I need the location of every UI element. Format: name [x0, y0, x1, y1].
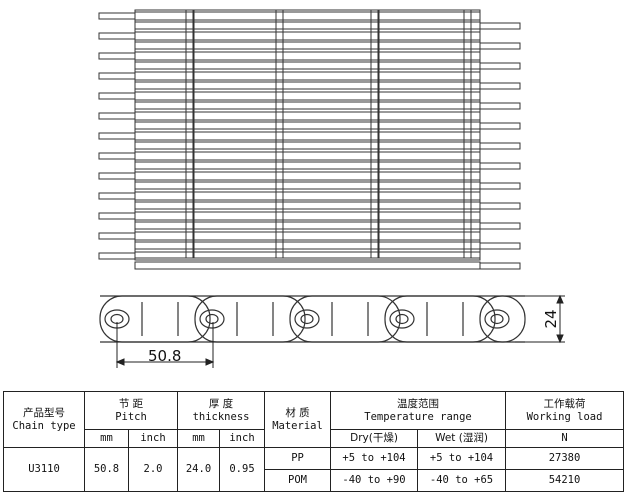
chain-link-strip	[134, 151, 481, 161]
chain-link-strip	[134, 131, 481, 141]
chain-pin	[479, 222, 521, 230]
chain-pin	[98, 192, 136, 200]
chain-pin	[479, 82, 521, 90]
material-cell: POM	[264, 469, 332, 492]
model-cell: U3110	[3, 447, 85, 492]
chain-side-link	[289, 295, 401, 343]
chain-pin-hole	[389, 309, 415, 329]
chain-pin	[479, 62, 521, 70]
chain-link-strip	[134, 41, 481, 50]
pitch-mm-unit: mm	[84, 429, 129, 448]
chain-pin	[479, 202, 521, 210]
chain-link-strip	[134, 141, 481, 150]
chain-link-strip	[134, 111, 481, 121]
chain-pin	[479, 42, 521, 50]
chain-pin	[479, 102, 521, 110]
chain-pin	[479, 142, 521, 150]
wet-temp-cell: -40 to +65	[417, 469, 507, 492]
working-load-cell: 54210	[505, 469, 625, 492]
chain-link-strip	[134, 201, 481, 210]
pitch-inch-cell: 2.0	[127, 447, 179, 492]
chain-side-link	[194, 295, 306, 343]
thickness-inch-unit: inch	[219, 429, 266, 448]
chain-pin	[479, 22, 521, 30]
chain-link-strip	[134, 231, 481, 241]
chain-top-view	[98, 9, 521, 270]
chain-pin-hole-inner	[205, 313, 219, 325]
chain-pin	[98, 132, 136, 140]
chain-link-strip	[134, 91, 481, 101]
height-dimension-label: 24	[542, 309, 560, 328]
dry-temp-cell: -40 to +90	[330, 469, 419, 492]
chain-link-strip	[134, 211, 481, 221]
chain-outline	[134, 9, 481, 259]
wet-temp-cell: +5 to +104	[417, 447, 507, 470]
chain-pin-hole	[199, 309, 225, 329]
chain-link-strip	[134, 171, 481, 181]
chain-pin	[98, 52, 136, 60]
chain-pin-hole	[484, 309, 510, 329]
chain-pin	[479, 162, 521, 170]
pitch-inch-unit: inch	[127, 429, 179, 448]
chain-pin-hole-inner	[300, 313, 314, 325]
chain-link-strip	[134, 61, 481, 70]
chain-link-strip	[134, 121, 481, 130]
dry-temp-header: Dry(干燥)	[330, 429, 419, 448]
chain-link-strip	[134, 81, 481, 90]
height-dimension	[515, 294, 565, 344]
chain-pin-hole-inner	[395, 313, 409, 325]
chain-pin	[98, 112, 136, 120]
chain-side-view	[99, 295, 526, 343]
chain-pin	[98, 152, 136, 160]
thickness-inch-cell: 0.95	[219, 447, 266, 492]
chain-link-strip	[134, 221, 481, 230]
load-unit: N	[505, 429, 625, 448]
chain-pin	[98, 12, 136, 20]
chain-link-strip	[134, 251, 481, 261]
chain-link-strip	[134, 241, 481, 250]
chain-link-strip	[134, 181, 481, 190]
chain-link-strip	[134, 31, 481, 41]
chain-link-strip	[134, 161, 481, 170]
chain-pin-hole-inner	[490, 313, 504, 325]
chain-link-strip	[134, 101, 481, 110]
chain-technical-drawing: 50.8 24	[98, 9, 565, 368]
chain-pin	[98, 232, 136, 240]
chain-pin	[479, 182, 521, 190]
chain-pin	[98, 252, 136, 260]
chain-pin	[98, 92, 136, 100]
chain-link-strip	[134, 51, 481, 61]
thickness-mm-unit: mm	[177, 429, 221, 448]
chain-link-strip	[134, 191, 481, 201]
pitch-dimension-label: 50.8	[148, 347, 181, 365]
chain-pin-hole	[294, 309, 320, 329]
chain-side-link	[384, 295, 496, 343]
chain-link-strip	[134, 21, 481, 30]
chain-link-strip	[134, 71, 481, 81]
chain-pin	[98, 212, 136, 220]
pitch-mm-cell: 50.8	[84, 447, 129, 492]
chain-link-strip	[134, 261, 481, 270]
chain-pin	[479, 122, 521, 130]
dry-temp-cell: +5 to +104	[330, 447, 419, 470]
chain-pin	[98, 172, 136, 180]
chain-link-strip	[134, 11, 481, 21]
material-cell: PP	[264, 447, 332, 470]
thickness-mm-cell: 24.0	[177, 447, 221, 492]
chain-pin	[98, 72, 136, 80]
pitch-dimension	[115, 322, 215, 368]
wet-temp-header: Wet (湿润)	[417, 429, 507, 448]
working-load-cell: 27380	[505, 447, 625, 470]
chain-pin	[479, 242, 521, 250]
chain-pin	[479, 262, 521, 270]
chain-pin	[98, 32, 136, 40]
